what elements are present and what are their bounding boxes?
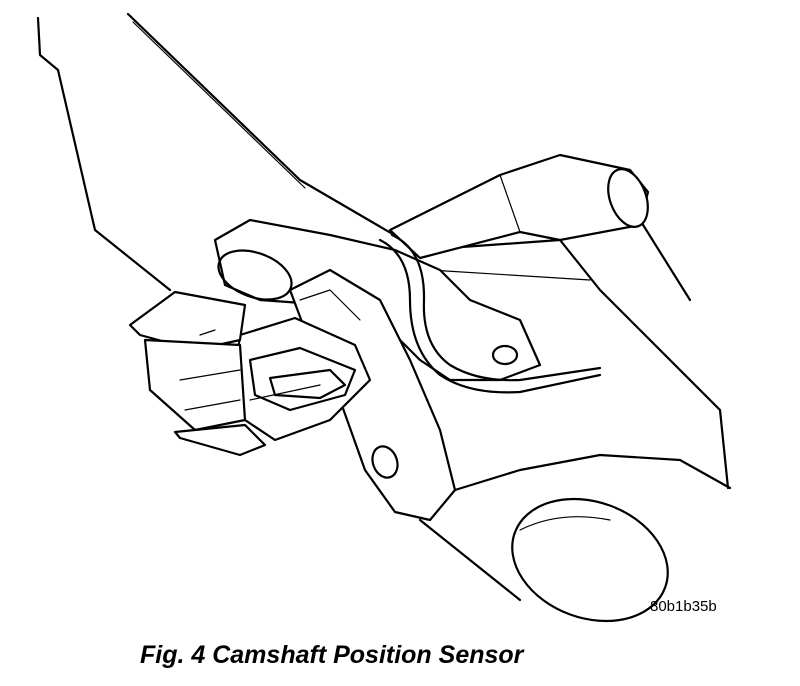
- wiring-harness-connector: [128, 290, 267, 457]
- camshaft-cylinder: [388, 153, 650, 260]
- figure-caption: Fig. 4 Camshaft Position Sensor: [140, 641, 524, 669]
- sensor-body: [288, 268, 457, 522]
- engine-block: [36, 12, 422, 292]
- retaining-strap: [378, 233, 602, 394]
- electrical-connector: [233, 316, 372, 442]
- image-code-label: 80b1b35b: [650, 598, 717, 615]
- lower-housing: [418, 453, 732, 623]
